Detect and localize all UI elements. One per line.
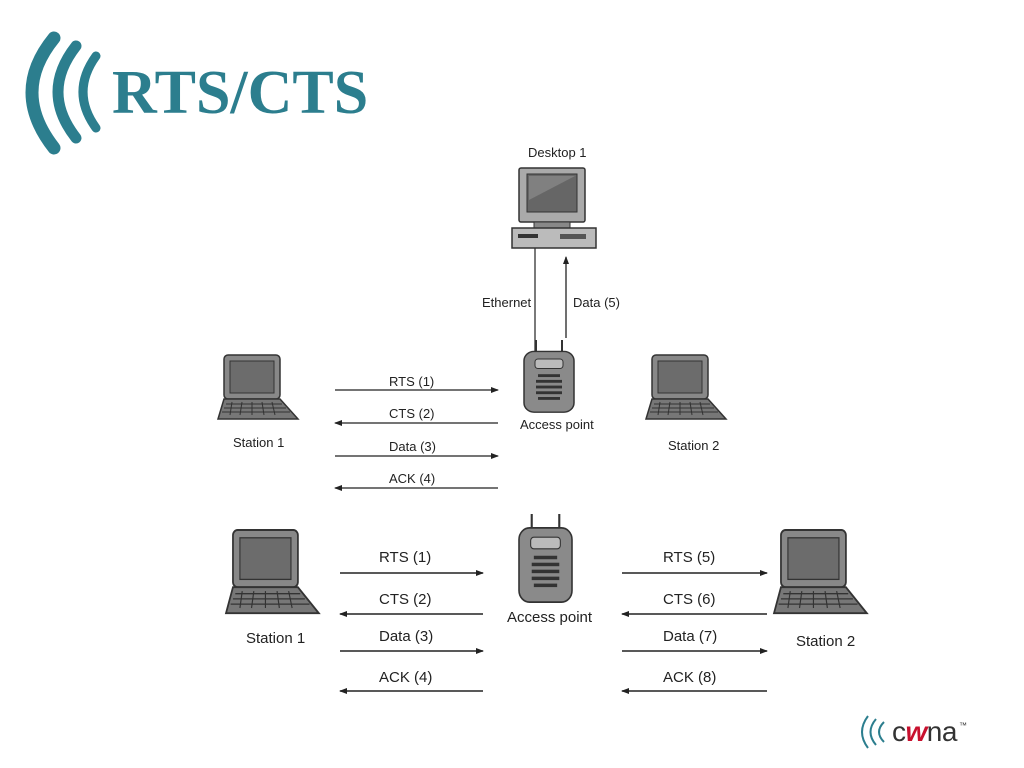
station1-label: Station 1 bbox=[233, 435, 285, 450]
access-point-icon bbox=[523, 339, 575, 414]
access-point-icon bbox=[517, 512, 574, 604]
cwna-text: cwna bbox=[892, 716, 957, 747]
msg-label: CTS (2) bbox=[379, 591, 432, 608]
access-point-label: Access point bbox=[507, 609, 593, 626]
laptop-icon bbox=[773, 529, 868, 615]
desktop-label: Desktop 1 bbox=[528, 145, 587, 160]
msg-label: ACK (4) bbox=[379, 669, 433, 686]
msg-label: Data (3) bbox=[389, 439, 436, 454]
station2-label: Station 2 bbox=[668, 438, 720, 453]
laptop-icon bbox=[225, 529, 320, 615]
msg-label: RTS (1) bbox=[389, 374, 435, 389]
laptop-icon bbox=[645, 354, 727, 420]
station2-label: Station 2 bbox=[796, 633, 856, 650]
msg-label: RTS (5) bbox=[663, 549, 716, 566]
access-point-label: Access point bbox=[520, 417, 594, 432]
trademark-symbol: ™ bbox=[958, 720, 967, 730]
ethernet-label: Ethernet bbox=[482, 295, 532, 310]
msg-label: Data (3) bbox=[379, 628, 434, 645]
desktop-icon bbox=[511, 167, 597, 249]
msg-label: ACK (8) bbox=[663, 669, 717, 686]
wireless-arcs-logo bbox=[25, 31, 101, 155]
data5-label: Data (5) bbox=[573, 295, 620, 310]
laptop-icon bbox=[217, 354, 299, 420]
cwna-logo: cwna ™ bbox=[856, 712, 967, 752]
msg-label: RTS (1) bbox=[379, 549, 432, 566]
msg-label: CTS (2) bbox=[389, 406, 435, 421]
cwna-arcs-icon bbox=[861, 715, 885, 749]
msg-label: CTS (6) bbox=[663, 591, 716, 608]
msg-label: Data (7) bbox=[663, 628, 718, 645]
page-title: RTS/CTS bbox=[112, 59, 369, 127]
station1-label: Station 1 bbox=[246, 630, 306, 647]
msg-label: ACK (4) bbox=[389, 471, 436, 486]
